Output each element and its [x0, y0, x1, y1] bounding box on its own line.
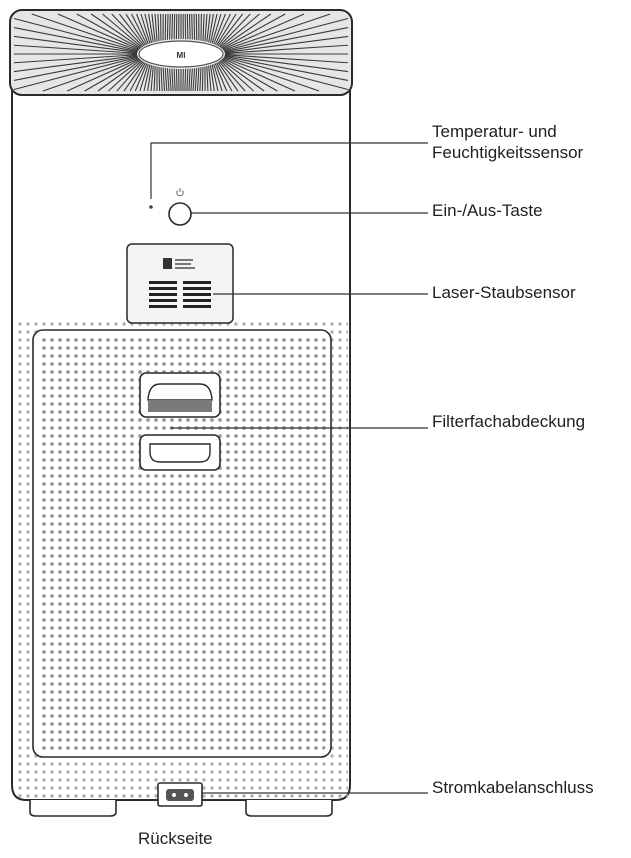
grille-ray — [192, 14, 193, 40]
sensor-logo-icon — [163, 258, 172, 269]
top-badge: MI — [177, 51, 186, 60]
caption-back-view: Rückseite — [138, 829, 213, 849]
power-port — [158, 783, 202, 806]
grille-ray — [202, 67, 203, 91]
grille-ray — [170, 14, 171, 40]
lower-handle — [140, 435, 220, 470]
label-filter-cover: Filterfachabdeckung — [432, 412, 585, 432]
grille-ray — [185, 69, 186, 91]
label-temperature-line1: Temperatur- und — [432, 122, 557, 142]
upper-handle — [140, 373, 220, 417]
grille-ray — [167, 14, 168, 40]
label-temperature-line2: Feuchtigkeitssensor — [432, 143, 583, 163]
label-laser-sensor: Laser-Staubsensor — [432, 283, 576, 303]
grille-ray — [187, 14, 188, 39]
label-power-button: Ein-/Aus-Taste — [432, 201, 543, 221]
laser-sensor-panel — [127, 244, 233, 323]
grille-ray — [172, 14, 173, 39]
grille-ray — [194, 14, 195, 40]
label-power-port: Stromkabelanschluss — [432, 778, 594, 798]
grille-ray — [159, 67, 160, 91]
grille-ray — [174, 14, 175, 39]
temperature-sensor — [149, 205, 153, 209]
grille-ray — [176, 69, 177, 91]
grille-ray — [190, 14, 191, 39]
